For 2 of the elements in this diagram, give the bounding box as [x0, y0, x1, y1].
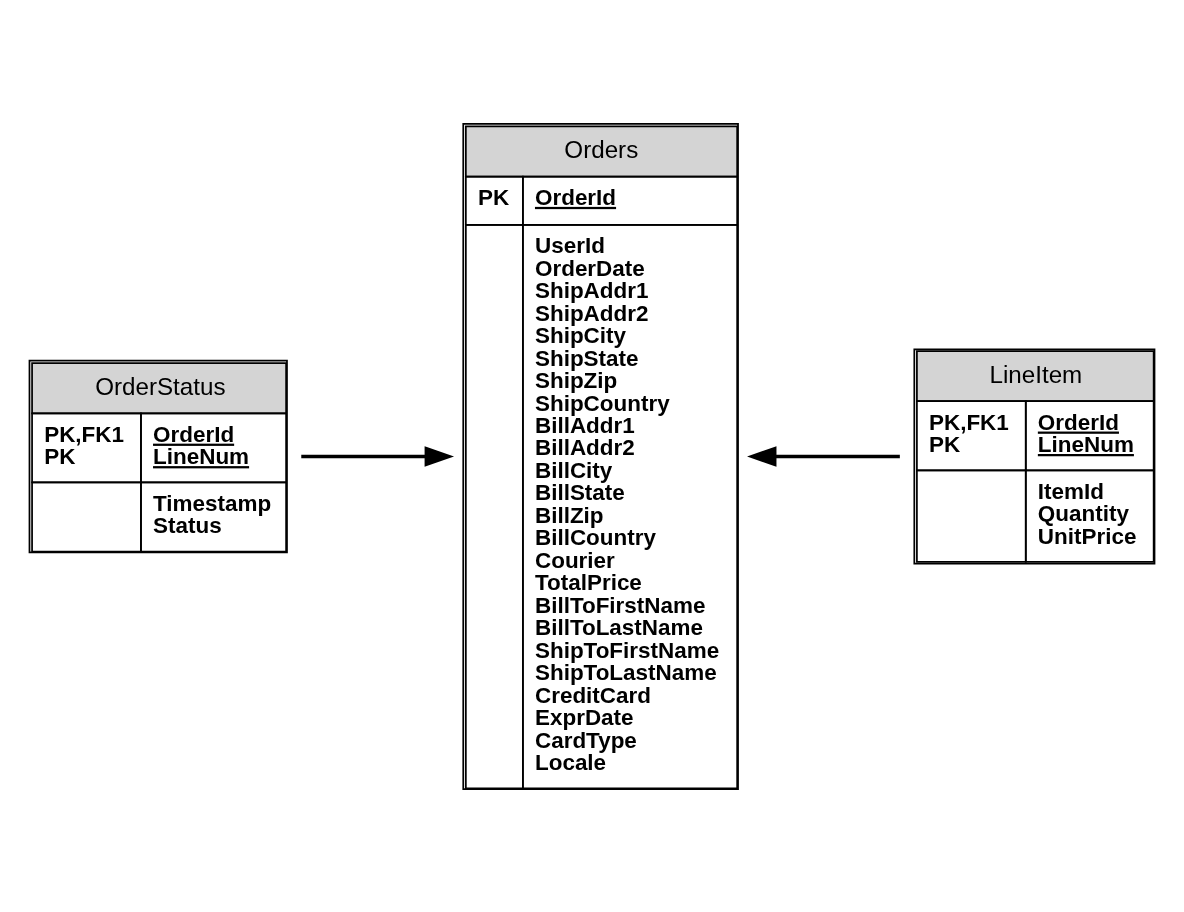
arrow: [747, 445, 900, 467]
arrow: [301, 445, 455, 467]
